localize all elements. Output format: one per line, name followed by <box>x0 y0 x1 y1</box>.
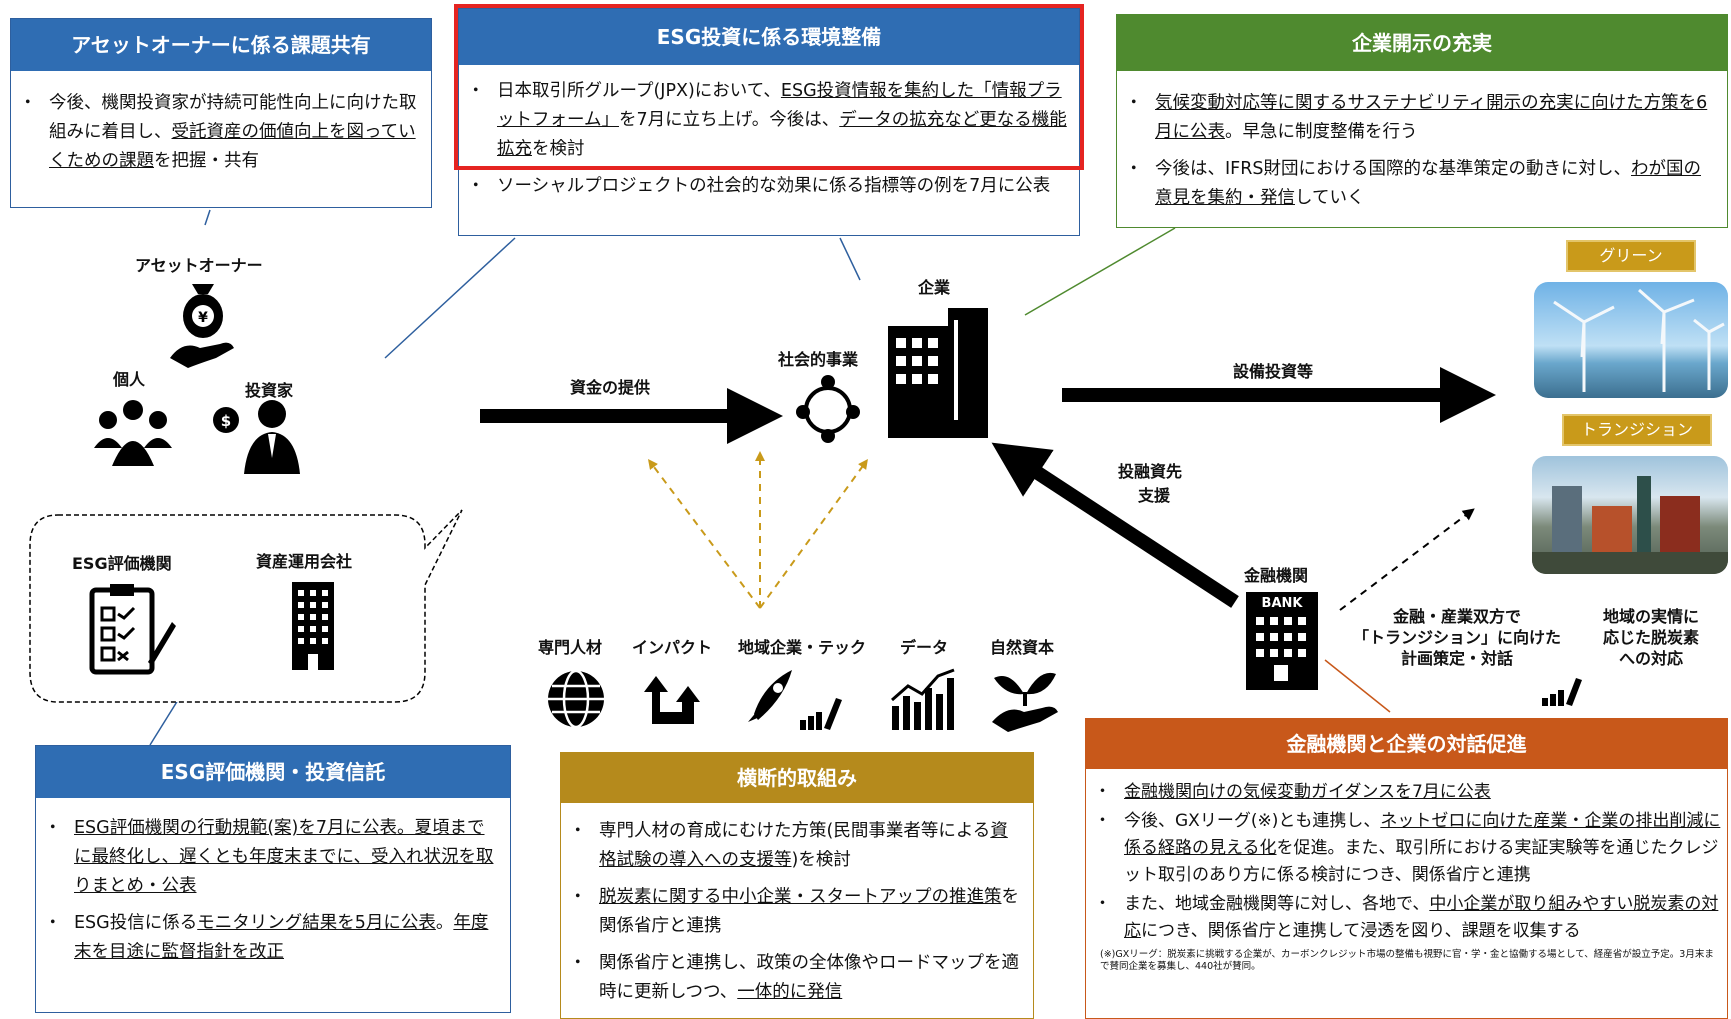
bullet: 今後、機関投資家が持続可能性向上に向けた取組みに着目し、受託資産の価値向上を図っ… <box>11 89 423 176</box>
cross-initiatives-box: 横断的取組み 専門人材の育成にむけた方策(民間事業者等による資格試験の導入への支… <box>560 752 1034 1019</box>
company-label: 企業 <box>918 278 951 297</box>
bullet: 関係省庁と連携し、政策の全体像やロードマップを適時に更新しつつ、一体的に発信 <box>561 949 1023 1007</box>
leader-line <box>384 237 516 359</box>
highlight-frame <box>454 4 1084 170</box>
cross-initiatives-title: 横断的取組み <box>561 753 1033 803</box>
dialogue-box: 金融機関と企業の対話促進 金融機関向けの気候変動ガイダンスを7月に公表 今後、G… <box>1085 718 1728 1019</box>
checklist-icon <box>89 584 176 675</box>
asset-owner-title: アセットオーナーに係る課題共有 <box>11 19 431 71</box>
bank-building-icon: BANK <box>1246 592 1318 690</box>
transition-plan-text: 金融・産業双方で 「トランジション」に向けた 計画策定・対話 <box>1352 607 1561 668</box>
asset-owner-box: アセットオーナーに係る課題共有 今後、機関投資家が持続可能性向上に向けた取組みに… <box>10 18 432 208</box>
esg-rating-agency-label: ESG評価機関 <box>72 554 172 573</box>
rocket-chart-icon <box>748 670 842 730</box>
dashed-arrow <box>647 459 761 609</box>
investee-support-label-1: 投融資先 <box>1118 462 1183 481</box>
bank-text: BANK <box>1261 596 1303 611</box>
globe-people-icon <box>548 669 604 729</box>
bullet: 今後は、IFRS財団における国際的な基準策定の動きに対し、わが国の意見を集約・発… <box>1117 155 1717 213</box>
dashed-arrow <box>759 458 868 609</box>
capex-label: 設備投資等 <box>1233 362 1314 381</box>
plant-icon <box>1532 476 1728 574</box>
investee-support-label-2: 支援 <box>1138 486 1171 505</box>
regional-decarb-text: 地域の実情に 応じた脱炭素 への対応 <box>1602 607 1699 668</box>
esg-environment-box: ESG投資に係る環境整備 日本取引所グループ(JPX)において、ESG投資情報を… <box>458 8 1080 236</box>
people-group-icon <box>94 400 172 466</box>
bullet: ESG評価機関の行動規範(案)を7月に公表。夏頃までに最終化し、遅くとも年度末ま… <box>36 814 500 901</box>
funding-label: 資金の提供 <box>570 378 651 397</box>
hand-plant-icon <box>992 672 1058 732</box>
finance-arrow <box>991 442 1239 608</box>
bullet: 脱炭素に関する中小企業・スタートアップの推進策を関係省庁と連携 <box>561 883 1023 941</box>
company-building-icon <box>888 308 988 438</box>
turbine-icon <box>1553 288 1725 392</box>
social-business-label: 社会的事業 <box>778 350 859 369</box>
money-bag-hand-icon: ¥ <box>170 284 234 368</box>
gx-league-note: (※)GXリーグ：脱炭素に挑戦する企業が、カーボンクレジット市場の整備も視野に官… <box>1100 949 1714 972</box>
cross-item-impact: インパクト <box>632 638 713 657</box>
dashed-arrow <box>1339 508 1475 611</box>
leader-line <box>839 237 861 281</box>
bullet: 今後、GXリーグ(※)とも連携し、ネットゼロに向けた産業・企業の排出削減に係る経… <box>1086 808 1721 889</box>
cross-item-data: データ <box>900 638 949 657</box>
bullet: また、地域金融機関等に対し、各地で、中小企業が取り組みやすい脱炭素の対応につき、… <box>1086 891 1721 945</box>
bullet: 金融機関向けの気候変動ガイダンスを7月に公表 <box>1086 779 1721 806</box>
cross-item-talent: 専門人材 <box>538 638 603 657</box>
green-tag: グリーン <box>1566 240 1696 272</box>
bullet: 気候変動対応等に関するサステナビリティ開示の充実に向けた方策を6月に公表。早急に… <box>1117 89 1717 147</box>
investor-icon: $ <box>213 400 300 474</box>
individual-label: 個人 <box>113 370 146 389</box>
wind-turbine-image <box>1534 282 1728 398</box>
industrial-plant-image <box>1532 456 1728 574</box>
asset-owner-label: アセットオーナー <box>135 256 263 275</box>
bullet: ESG投信に係るモニタリング結果を5月に公表。年度末を目途に監督指針を改正 <box>36 909 500 967</box>
investor-label: 投資家 <box>245 381 294 400</box>
asset-management-label: 資産運用会社 <box>256 552 353 571</box>
impact-arrows-icon <box>644 676 700 724</box>
bank-windows-icon <box>1256 617 1306 681</box>
leader-line <box>204 209 211 226</box>
bar-chart-icon <box>891 668 955 730</box>
cross-item-regional-tech: 地域企業・テック <box>738 638 867 657</box>
leader-line <box>1324 659 1391 713</box>
small-chart-icon <box>1542 678 1582 706</box>
office-building-icon <box>292 582 334 670</box>
financial-institution-label: 金融機関 <box>1244 566 1309 585</box>
social-network-icon <box>796 375 860 443</box>
svg-text:¥: ¥ <box>198 310 208 326</box>
disclosure-box: 企業開示の充実 気候変動対応等に関するサステナビリティ開示の充実に向けた方策を6… <box>1116 14 1728 228</box>
disclosure-title: 企業開示の充実 <box>1117 15 1727 71</box>
esg-rating-title: ESG評価機関・投資信託 <box>36 746 510 798</box>
bullet: ソーシャルプロジェクトの社会的な効果に係る指標等の例を7月に公表 <box>459 172 1067 201</box>
svg-text:$: $ <box>221 412 231 430</box>
esg-environment-title: ESG投資に係る環境整備 <box>459 9 1079 65</box>
leader-line <box>1024 227 1176 316</box>
dialogue-title: 金融機関と企業の対話促進 <box>1086 719 1727 769</box>
transition-tag: トランジション <box>1562 414 1712 446</box>
bullet: 日本取引所グループ(JPX)において、ESG投資情報を集約した「情報プラットフォ… <box>459 77 1067 164</box>
cross-item-natural-capital: 自然資本 <box>990 638 1055 657</box>
speech-bubble <box>29 509 463 703</box>
esg-rating-box: ESG評価機関・投資信託 ESG評価機関の行動規範(案)を7月に公表。夏頃までに… <box>35 745 511 1013</box>
leader-line <box>149 699 179 746</box>
bullet: 専門人材の育成にむけた方策(民間事業者等による資格試験の導入への支援等)を検討 <box>561 817 1023 875</box>
